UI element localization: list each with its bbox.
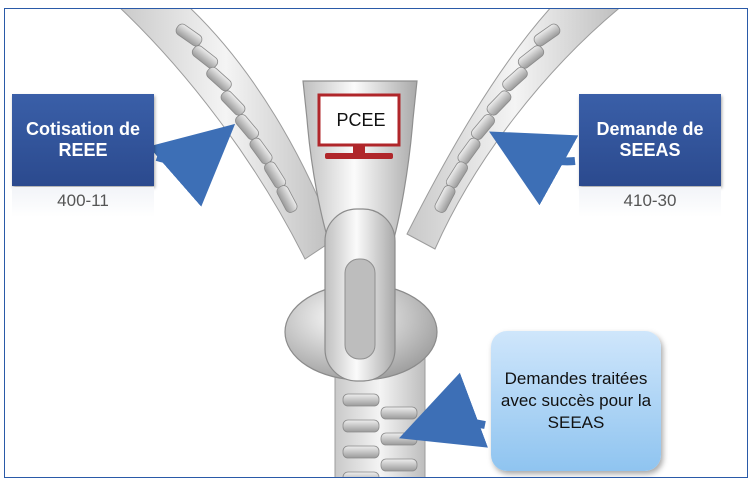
left-box-title: Cotisation de REEE <box>25 119 140 160</box>
bottom-zipper-teeth <box>342 393 418 477</box>
left-info-box: Cotisation de REEE <box>12 94 154 186</box>
right-arrow-icon <box>489 131 579 206</box>
left-box-code: 400-11 <box>12 187 154 217</box>
success-bubble: Demandes traitées avec succès pour la SE… <box>491 331 661 471</box>
right-zipper-teeth <box>434 23 561 213</box>
bubble-arrow-icon <box>399 372 488 448</box>
right-info-box: Demande de SEEAS <box>579 94 721 186</box>
right-box-code: 410-30 <box>579 187 721 217</box>
bubble-text: Demandes traitées avec succès pour la SE… <box>500 369 652 432</box>
diagram-frame: Cotisation de REEE 400-11 Demande de SEE… <box>4 8 748 478</box>
zipper-illustration <box>120 9 620 477</box>
left-zipper-teeth <box>175 23 298 213</box>
right-box-title: Demande de SEEAS <box>596 119 704 160</box>
pcee-label: PCEE <box>336 110 386 130</box>
left-arrow-icon <box>148 123 236 207</box>
monitor-icon <box>317 93 401 159</box>
right-zipper-tape <box>406 9 620 250</box>
